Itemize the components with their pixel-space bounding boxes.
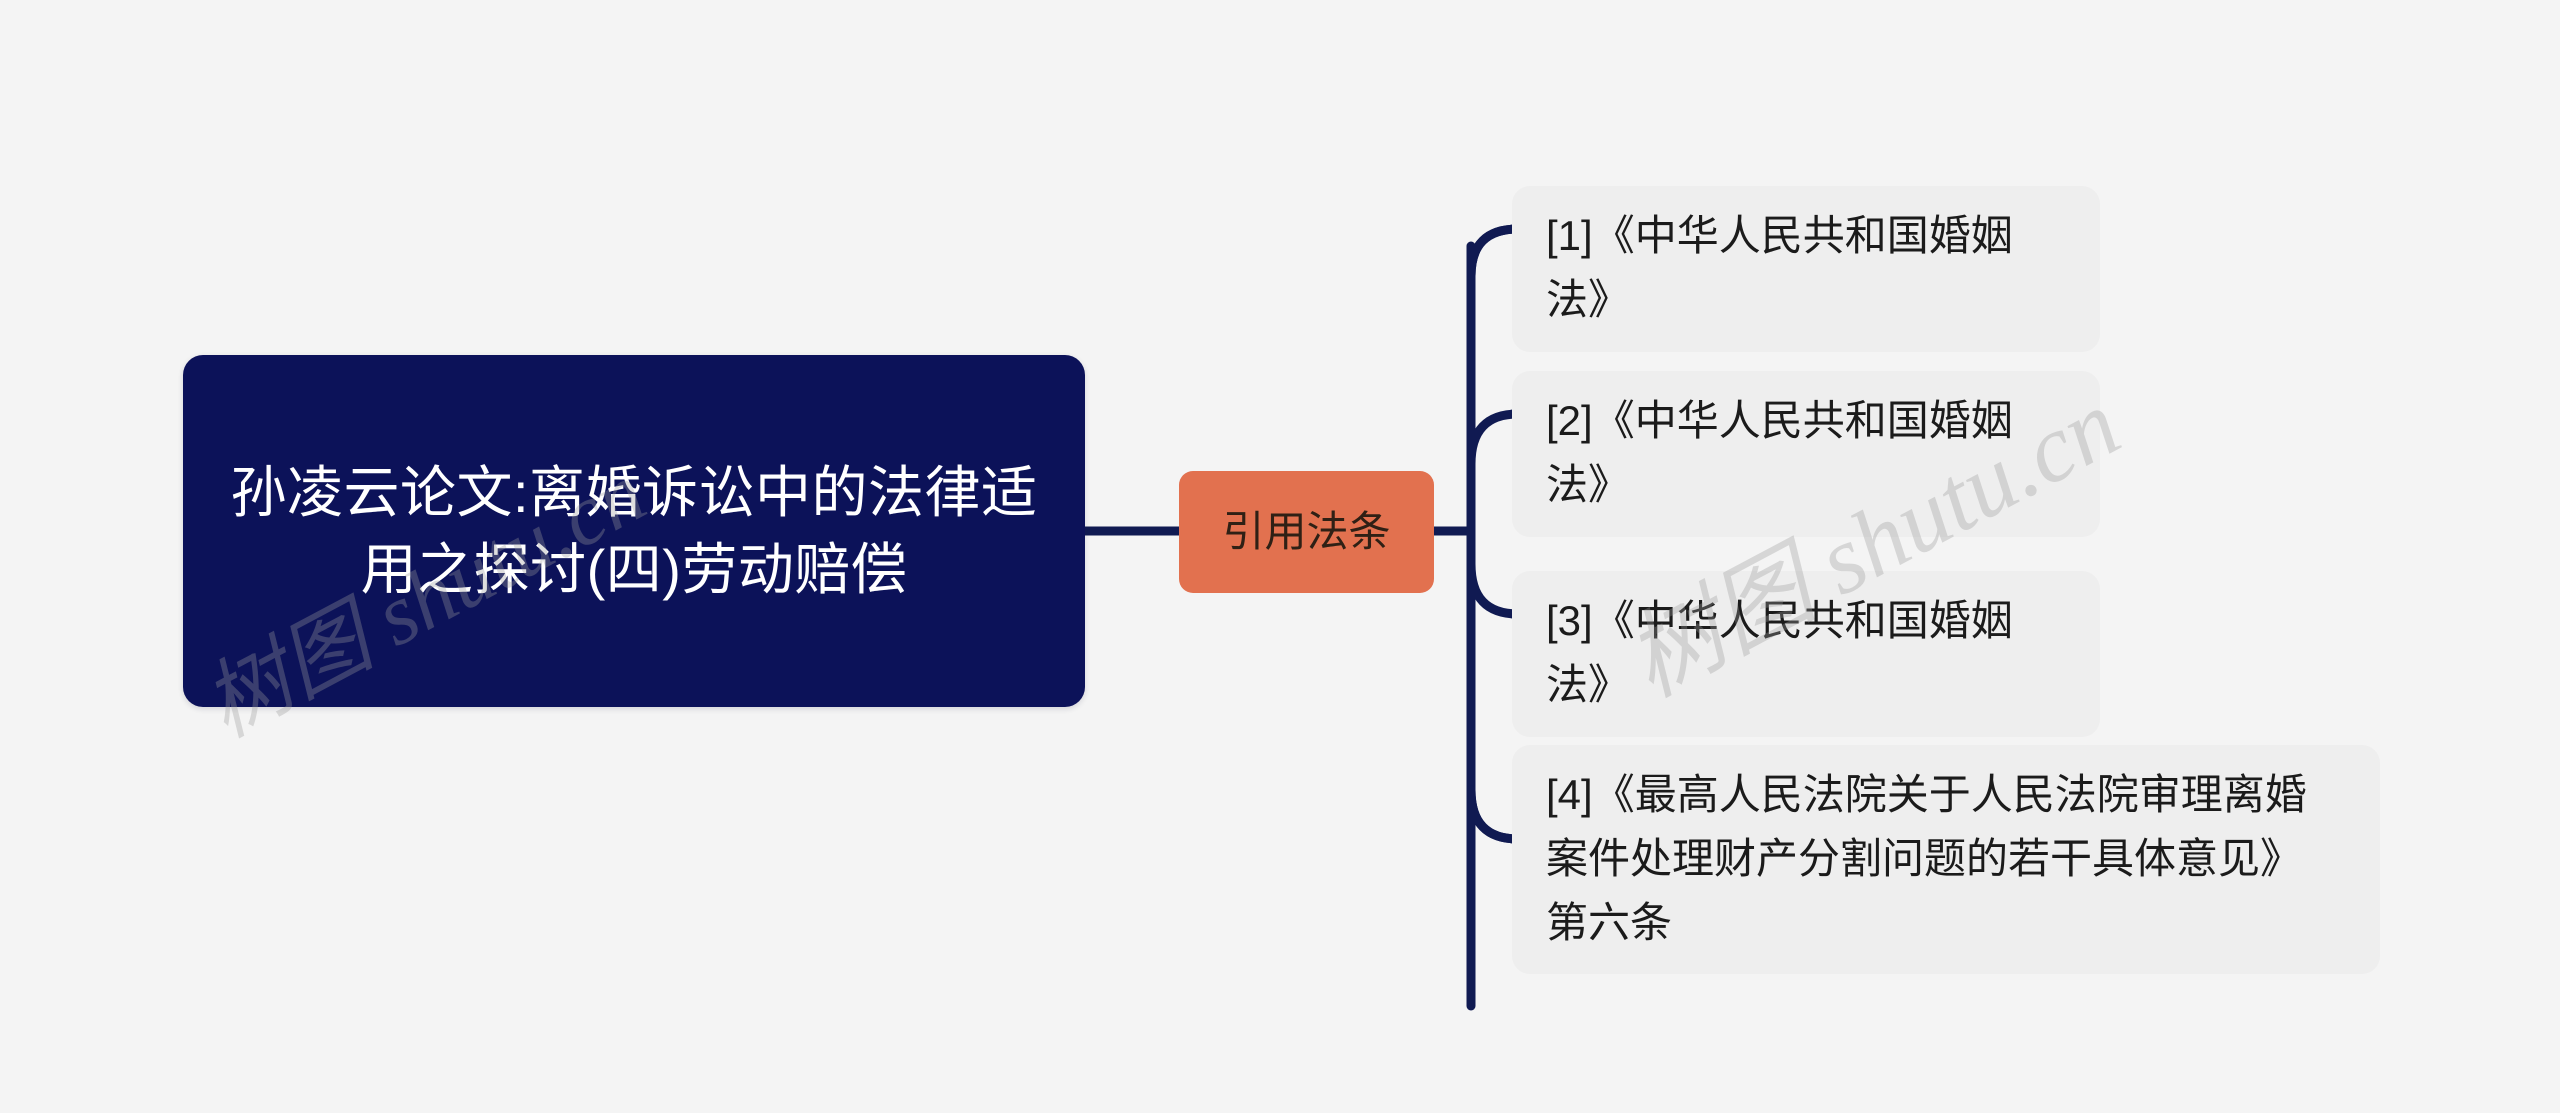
- branch-node-label: 引用法条: [1222, 507, 1391, 555]
- leaf-node-2-label: [2]《中华人民共和国婚姻法》: [1546, 397, 2013, 508]
- branch-node-cited-provisions[interactable]: 引用法条: [1179, 471, 1434, 593]
- root-node[interactable]: 孙凌云论文:离婚诉讼中的法律适用之探讨(四)劳动赔偿: [183, 355, 1085, 707]
- leaf-node-1[interactable]: [1]《中华人民共和国婚姻法》: [1512, 186, 2100, 352]
- leaf-node-2[interactable]: [2]《中华人民共和国婚姻法》: [1512, 371, 2100, 537]
- leaf-node-3-label: [3]《中华人民共和国婚姻法》: [1546, 597, 2013, 708]
- link-to-leaf-3: [1466, 559, 1523, 619]
- link-to-leaf-4: [1466, 785, 1523, 844]
- leaf-node-1-label: [1]《中华人民共和国婚姻法》: [1546, 212, 2013, 323]
- leaf-node-4[interactable]: [4]《最高人民法院关于人民法院审理离婚案件处理财产分割问题的若干具体意见》 第…: [1512, 745, 2380, 975]
- leaf-node-4-label: [4]《最高人民法院关于人民法院审理离婚案件处理财产分割问题的若干具体意见》 第…: [1546, 771, 2307, 946]
- leaf-node-3[interactable]: [3]《中华人民共和国婚姻法》: [1512, 571, 2100, 737]
- root-node-label: 孙凌云论文:离婚诉讼中的法律适用之探讨(四)劳动赔偿: [230, 460, 1038, 601]
- link-to-leaf-1: [1466, 224, 1523, 281]
- link-to-leaf-2: [1466, 409, 1523, 469]
